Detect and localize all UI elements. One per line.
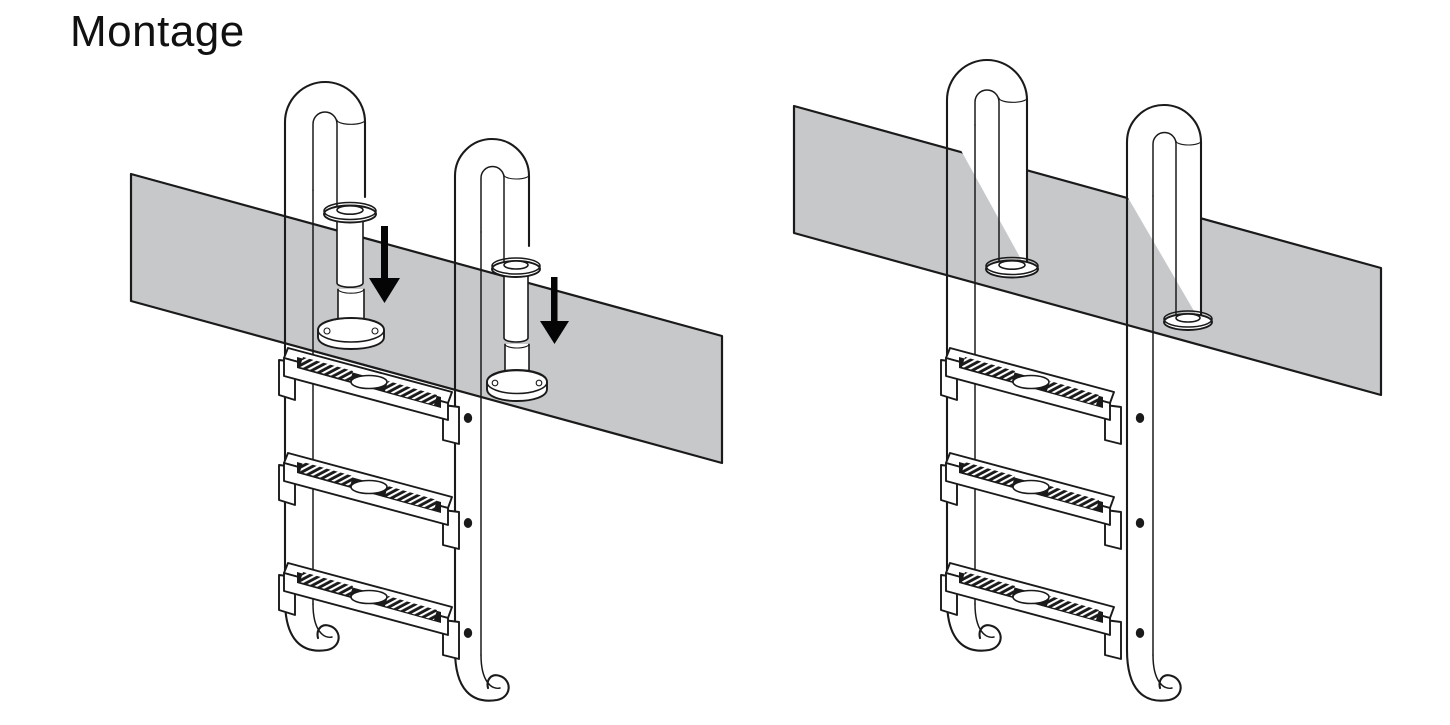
step-1-right-diagram (940, 347, 1122, 445)
page-title: Montage (70, 7, 245, 56)
escutcheon-front-right (985, 256, 1039, 279)
step-2-left-diagram (278, 452, 460, 550)
rail-stub-back-left (503, 269, 529, 343)
diagram-left (129, 80, 724, 702)
step-3-left-diagram (278, 562, 460, 660)
escutcheon-front-left (323, 201, 377, 224)
insertion-arrow-left-rail (369, 226, 400, 303)
escutcheon-back-right (1163, 310, 1213, 331)
insertion-arrow-right-rail (540, 277, 569, 344)
step-fixing-bolts-right-diagram (1135, 413, 1145, 638)
rail-back-right-diagram (1125, 104, 1203, 702)
step-fixing-bolts-left-diagram (463, 413, 473, 638)
diagram-right (792, 58, 1383, 702)
deck-band-left (129, 172, 724, 465)
step-2-right-diagram (940, 452, 1122, 550)
step-1-left-diagram (278, 347, 460, 445)
rail-back-left-diagram (453, 138, 531, 702)
step-3-right-diagram (940, 562, 1122, 660)
rail-stub-front-left (336, 214, 364, 288)
escutcheon-back-left (491, 257, 541, 278)
anchor-socket-back-left (486, 343, 548, 402)
anchor-socket-front-left (317, 288, 385, 350)
deck-band-right (792, 104, 1383, 397)
